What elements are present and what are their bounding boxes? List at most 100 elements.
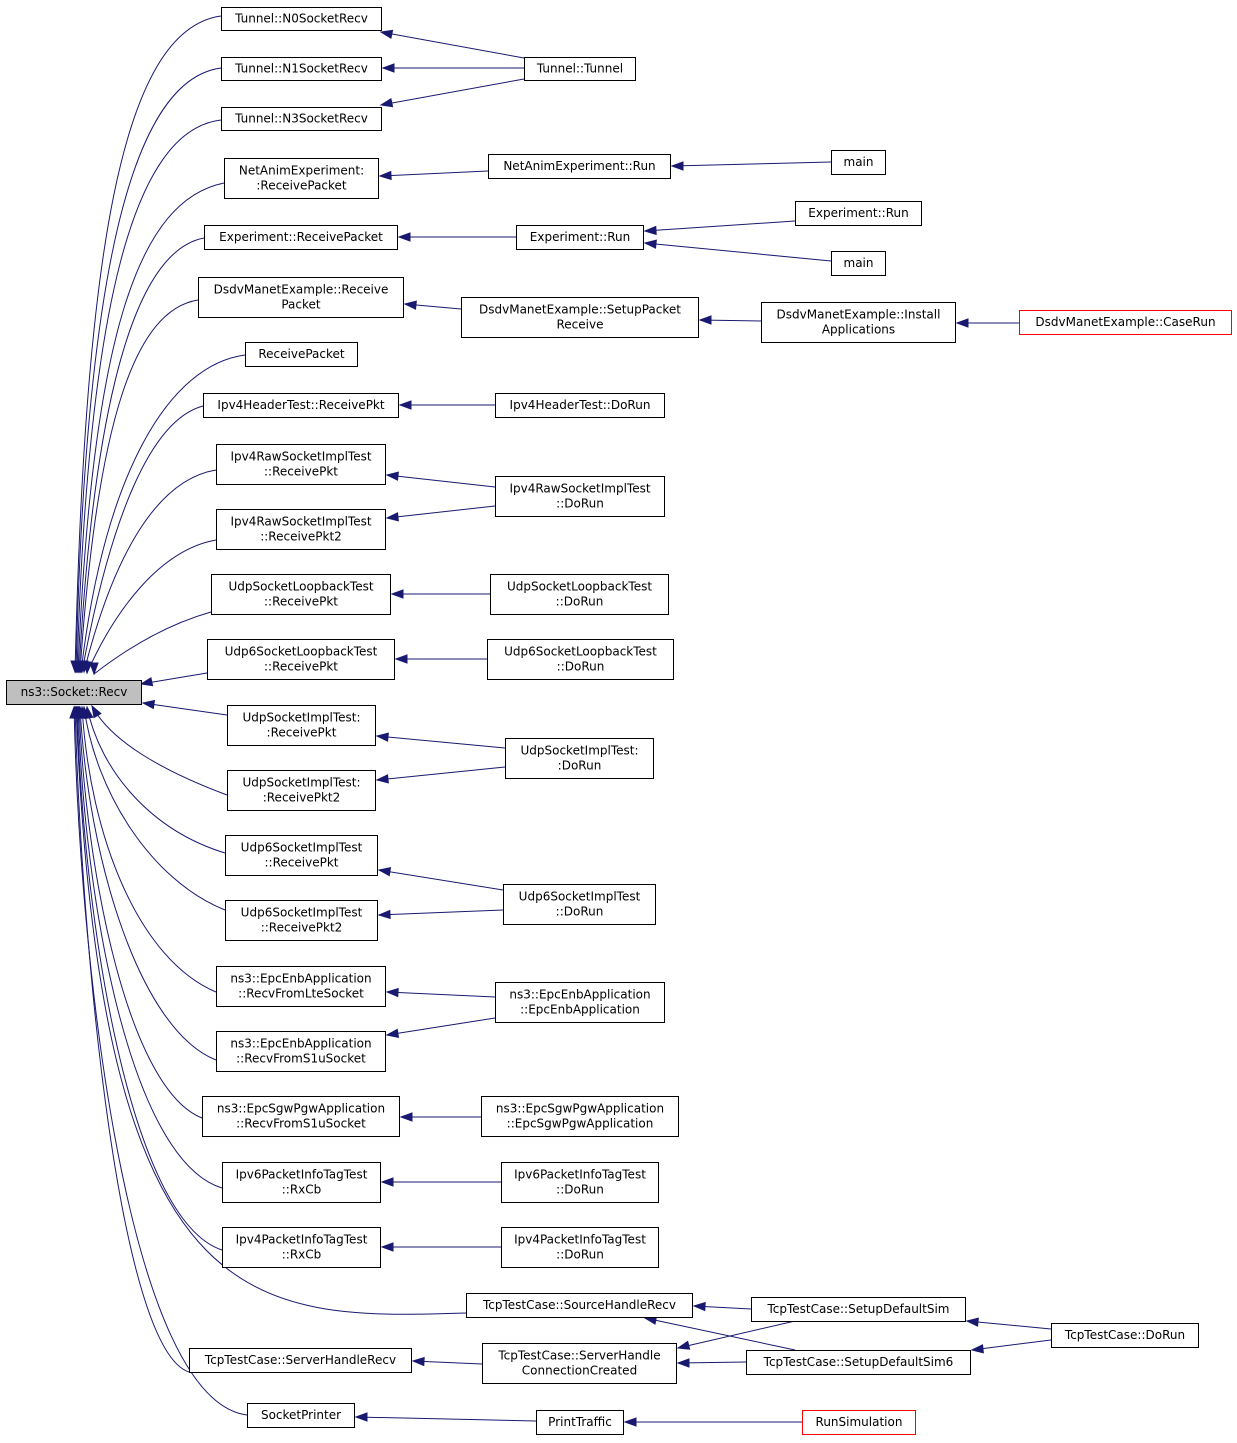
call-graph-node[interactable]: NetAnimExperiment::ReceivePacket [224, 158, 379, 199]
node-box [222, 1227, 381, 1268]
node-label: :ReceivePkt2 [263, 791, 341, 805]
call-graph-node[interactable]: ns3::EpcSgwPgwApplication::RecvFromS1uSo… [202, 1096, 400, 1137]
node-label: ::RecvFromS1uSocket [236, 1052, 366, 1066]
node-label: ::ReceivePkt [265, 856, 339, 870]
node-label: Ipv4RawSocketImplTest [230, 450, 371, 464]
call-graph-node[interactable]: main [831, 150, 886, 175]
call-graph-node[interactable]: Ipv6PacketInfoTagTest::DoRun [501, 1162, 659, 1203]
node-box [203, 393, 399, 418]
node-label: main [844, 155, 874, 169]
call-graph-node[interactable]: Tunnel::Tunnel [524, 57, 636, 81]
call-graph-node[interactable]: Udp6SocketLoopbackTest::ReceivePkt [207, 639, 395, 680]
node-label: ::DoRun [556, 1248, 604, 1262]
node-box [795, 201, 922, 226]
node-label: DsdvManetExample::Install [777, 308, 941, 322]
node-box [224, 158, 379, 199]
node-box [216, 966, 386, 1007]
call-edge [78, 706, 203, 1119]
node-box [746, 1350, 971, 1375]
node-label: Ipv4RawSocketImplTest [230, 515, 371, 529]
node-label: ::ReceivePkt [264, 465, 338, 479]
call-graph-node[interactable]: TcpTestCase::SourceHandleRecv [466, 1293, 693, 1318]
call-graph-node[interactable]: Experiment::ReceivePacket [204, 225, 398, 250]
node-label: ns3::EpcEnbApplication [509, 988, 650, 1002]
call-graph-node[interactable]: TcpTestCase::ServerHandleRecv [189, 1348, 412, 1373]
call-edge [971, 1339, 1052, 1351]
arrowhead-icon [377, 867, 392, 877]
call-graph-node[interactable]: NetAnimExperiment::Run [488, 154, 671, 179]
call-graph-node[interactable]: Ipv4RawSocketImplTest::DoRun [495, 476, 665, 517]
call-graph-node[interactable]: ReceivePacket [245, 342, 358, 367]
node-box [461, 297, 699, 338]
call-edge [380, 78, 525, 106]
arrowhead-icon [643, 225, 657, 236]
call-graph-node[interactable]: Experiment::Run [516, 225, 644, 250]
node-box [481, 1096, 679, 1137]
call-graph-node[interactable]: ns3::EpcEnbApplication::RecvFromS1uSocke… [216, 1031, 386, 1072]
node-label: ::RxCb [282, 1248, 322, 1262]
node-box [505, 738, 654, 779]
call-graph-node[interactable]: Udp6SocketLoopbackTest::DoRun [487, 639, 674, 680]
node-box [536, 1410, 624, 1435]
node-label: UdpSocketLoopbackTest [228, 580, 373, 594]
call-graph-node[interactable]: TcpTestCase::ServerHandleConnectionCreat… [482, 1343, 677, 1384]
call-graph-node[interactable]: Ipv4RawSocketImplTest::ReceivePkt2 [216, 509, 386, 550]
call-graph-node[interactable]: Udp6SocketImplTest::ReceivePkt2 [225, 900, 378, 941]
node-label: Ipv4HeaderTest::DoRun [510, 398, 651, 412]
call-graph-node[interactable]: main [831, 251, 886, 276]
call-graph-node[interactable]: UdpSocketLoopbackTest::ReceivePkt [211, 574, 391, 615]
call-graph-node[interactable]: Ipv4PacketInfoTagTest::RxCb [222, 1227, 381, 1268]
call-graph-node[interactable]: Tunnel::N0SocketRecv [221, 7, 382, 31]
call-graph-node[interactable]: TcpTestCase::SetupDefaultSim6 [746, 1350, 971, 1375]
call-graph-node[interactable]: Ipv4PacketInfoTagTest::DoRun [501, 1227, 659, 1268]
edge-layer [69, 15, 1052, 1427]
call-edge [93, 611, 212, 675]
arrowhead-icon [676, 1340, 691, 1350]
call-graph-node[interactable]: Ipv4RawSocketImplTest::ReceivePkt [216, 444, 386, 485]
arrowhead-icon [676, 1358, 690, 1368]
call-graph-node[interactable]: Tunnel::N1SocketRecv [221, 57, 382, 81]
call-graph-node[interactable]: TcpTestCase::SetupDefaultSim [751, 1297, 966, 1322]
node-box [488, 154, 671, 179]
call-graph-node[interactable]: TcpTestCase::DoRun [1051, 1323, 1199, 1348]
call-graph-node[interactable]: Experiment::Run [795, 201, 922, 226]
call-graph-node[interactable]: DsdvManetExample::CaseRun [1019, 310, 1232, 335]
call-graph-node[interactable]: ns3::EpcEnbApplication::RecvFromLteSocke… [216, 966, 386, 1007]
call-graph-node[interactable]: PrintTraffic [536, 1410, 624, 1435]
call-graph-node[interactable]: Tunnel::N3SocketRecv [221, 107, 382, 131]
call-edge [80, 354, 246, 673]
call-graph-node[interactable]: RunSimulation [802, 1410, 916, 1435]
arrowhead-icon [380, 1177, 394, 1187]
node-label: Packet [281, 298, 321, 312]
call-graph-node[interactable]: UdpSocketImplTest::DoRun [505, 738, 654, 779]
call-graph-node[interactable]: ns3::EpcSgwPgwApplication::EpcSgwPgwAppl… [481, 1096, 679, 1137]
call-edge [78, 237, 205, 673]
call-graph-node[interactable]: Ipv6PacketInfoTagTest::RxCb [222, 1162, 381, 1203]
root-node[interactable]: ns3::Socket::Recv [6, 680, 142, 705]
arrowhead-icon [623, 1417, 637, 1427]
call-graph-node[interactable]: SocketPrinter [247, 1403, 355, 1428]
call-graph-node[interactable]: Udp6SocketImplTest::ReceivePkt [225, 835, 378, 876]
call-graph-node[interactable]: UdpSocketImplTest::ReceivePkt2 [227, 770, 376, 811]
arrowhead-icon [91, 704, 102, 719]
call-graph-node[interactable]: UdpSocketImplTest::ReceivePkt [227, 705, 376, 746]
call-graph-node[interactable]: Udp6SocketImplTest::DoRun [503, 884, 656, 925]
node-label: ::ReceivePkt2 [261, 921, 343, 935]
call-graph-node[interactable]: Ipv4HeaderTest::ReceivePkt [203, 393, 399, 418]
call-graph-node[interactable]: DsdvManetExample::ReceivePacket [198, 277, 404, 318]
call-graph-node[interactable]: Ipv4HeaderTest::DoRun [495, 393, 665, 418]
call-edge [142, 702, 228, 716]
node-label: NetAnimExperiment: [239, 164, 364, 178]
node-label: DsdvManetExample::SetupPacket [479, 303, 681, 317]
node-label: ::DoRun [556, 497, 604, 511]
node-box [503, 884, 656, 925]
node-box [204, 225, 398, 250]
node-box [198, 277, 404, 318]
arrowhead-icon [385, 512, 399, 522]
node-label: ::RecvFromLteSocket [238, 987, 364, 1001]
call-graph-node[interactable]: UdpSocketLoopbackTest::DoRun [490, 574, 669, 615]
arrowhead-icon [698, 315, 712, 325]
call-graph-node[interactable]: ns3::EpcEnbApplication::EpcEnbApplicatio… [495, 982, 665, 1023]
